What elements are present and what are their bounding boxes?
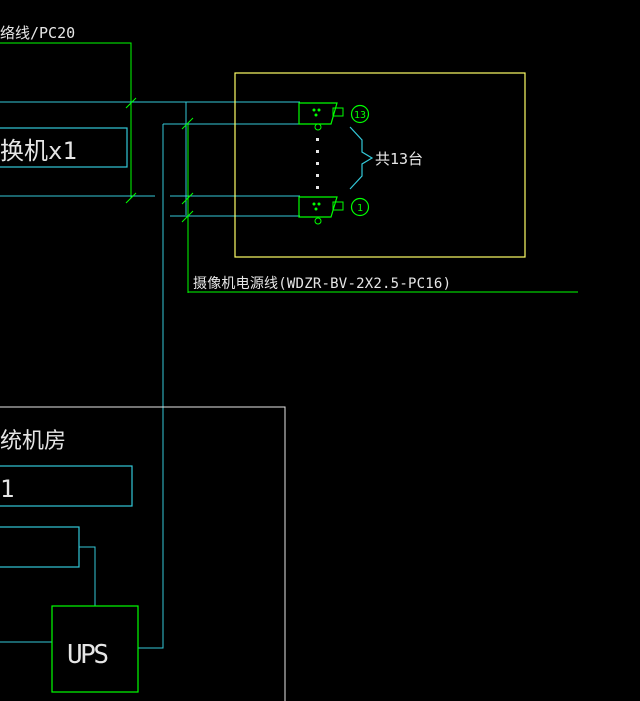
camera-number-bottom: 1 bbox=[357, 203, 363, 214]
ups-feed-line bbox=[138, 124, 164, 649]
ups-label: UPS bbox=[67, 640, 109, 670]
network-cable-line bbox=[0, 42, 132, 198]
room-device-link bbox=[79, 546, 96, 606]
machine-room-boundary bbox=[0, 406, 286, 701]
room-device-box-1 bbox=[0, 465, 133, 507]
network-line-label: 络线/PC20 bbox=[0, 24, 75, 42]
switch-label: 换机x1 bbox=[0, 137, 77, 165]
camera-icon-bottom bbox=[298, 196, 344, 225]
power-line-label: 摄像机电源线(WDZR-BV-2X2.5-PC16) bbox=[193, 276, 451, 292]
camera-zone-box bbox=[234, 72, 526, 258]
camera-count-label: 共13台 bbox=[375, 150, 423, 168]
camera-ellipsis bbox=[316, 138, 319, 189]
machine-room-label: 统机房 bbox=[0, 429, 66, 454]
camera-number-circle-top bbox=[350, 104, 370, 124]
room-device-box-2 bbox=[0, 526, 80, 568]
camera-icon-top bbox=[298, 102, 344, 131]
camera-number-circle-bottom bbox=[350, 197, 370, 217]
camera-number-top: 13 bbox=[354, 110, 366, 121]
ups-box bbox=[51, 605, 139, 693]
cable-tick-marks bbox=[125, 97, 194, 223]
room-device-label-1: 1 bbox=[0, 475, 14, 503]
switch-box bbox=[0, 127, 128, 168]
count-brace bbox=[349, 126, 374, 190]
